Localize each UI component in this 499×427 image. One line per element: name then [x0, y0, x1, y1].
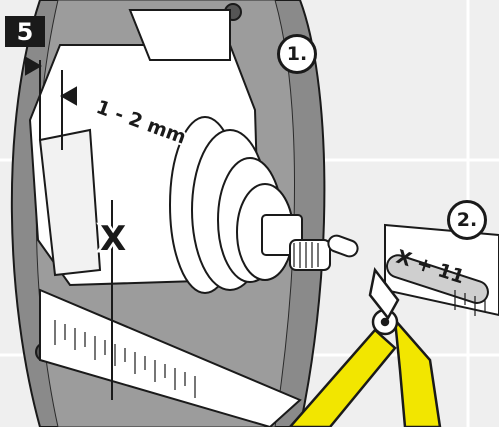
callout-step-2: 2.: [447, 200, 487, 240]
callout-step-1: 1.: [277, 34, 317, 74]
gap-dimension: [25, 56, 77, 150]
step-number-badge: 5: [5, 16, 45, 47]
ruler-length-label: X + 11: [393, 246, 467, 289]
cut-pin: [327, 234, 359, 258]
gap-measurement-label: 1 - 2 mm: [93, 96, 189, 149]
pliers: [288, 267, 442, 427]
cartridge: [169, 116, 331, 294]
valve-body: [28, 9, 260, 287]
measuring-ruler: [39, 200, 302, 427]
length-x-label: X: [100, 219, 126, 259]
